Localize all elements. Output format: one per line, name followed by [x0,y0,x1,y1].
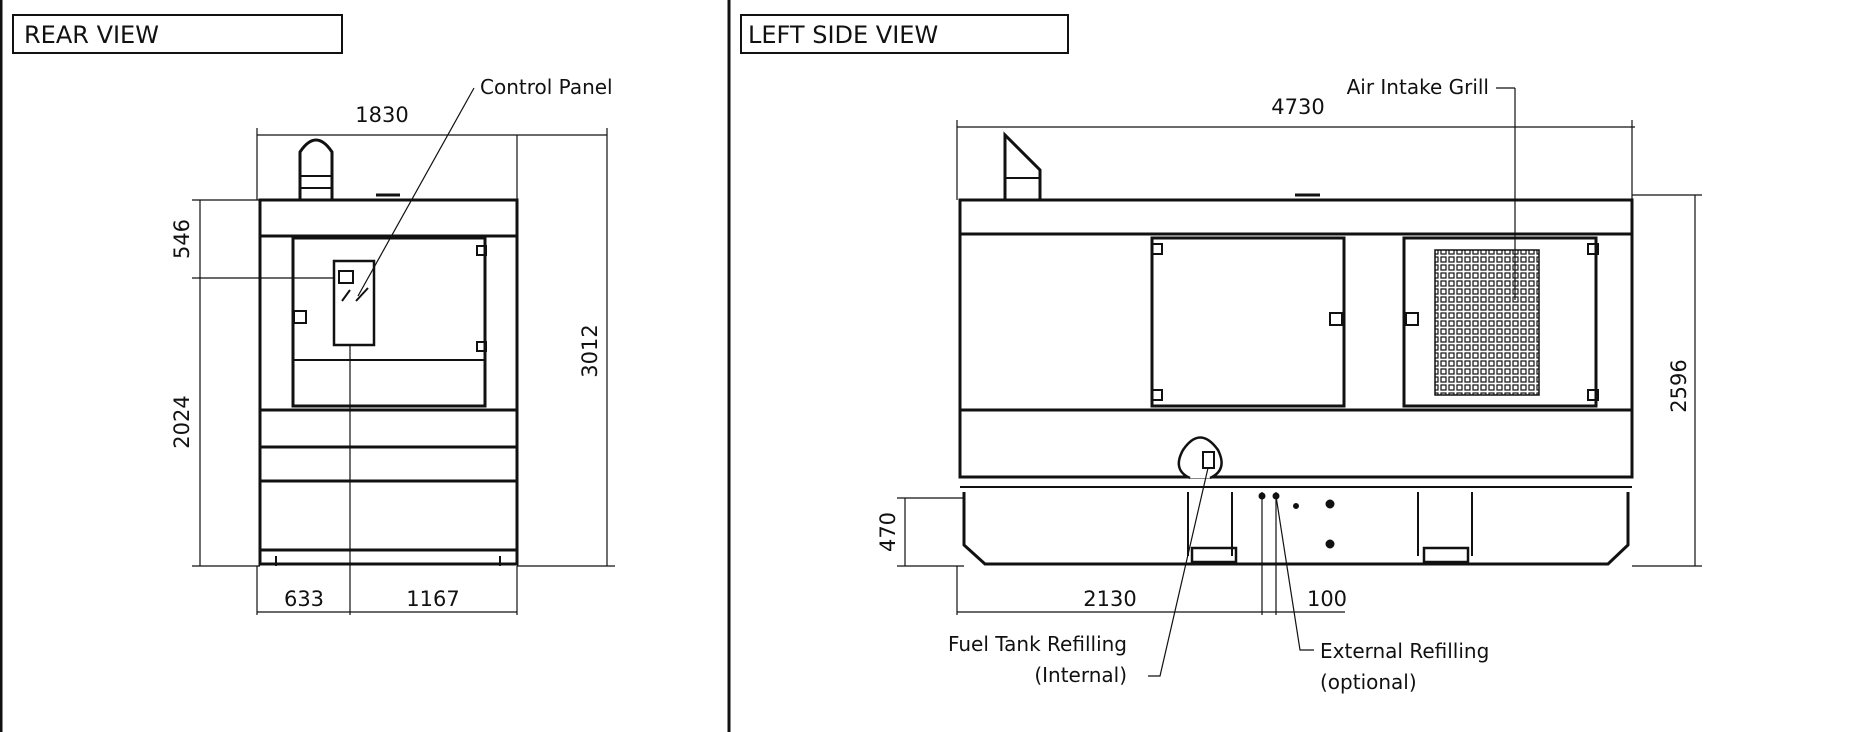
left-side-view-title: LEFT SIDE VIEW [748,21,938,49]
control-panel-callout: Control Panel [480,75,613,99]
external-position-dimension: 100 [1307,587,1347,611]
side-length-dimension: 4730 [1271,95,1324,119]
rear-view-title-box [12,14,343,54]
rear-top-dimension: 546 [170,219,194,259]
rear-left-base-dimension: 633 [284,587,324,611]
sheet-frame [0,0,731,732]
base-height-dimension: 470 [876,512,900,552]
fuel-position-dimension: 2130 [1083,587,1136,611]
rear-view: REAR VIEW [12,14,615,615]
rear-view-genset [258,138,519,566]
left-side-view: LEFT SIDE VIEW [740,14,1702,694]
air-intake-callout: Air Intake Grill [1347,75,1489,99]
rear-view-dimensions [192,87,615,615]
fuel-tank-callout-line1: Fuel Tank Refilling [948,632,1127,656]
rear-lower-dimension: 2024 [170,395,194,448]
external-refilling-callout-line2: (optional) [1320,670,1417,694]
rear-width-dimension: 1830 [355,103,408,127]
left-side-dimensions [897,87,1702,677]
left-side-view-title-box [740,14,1069,54]
rear-view-title: REAR VIEW [24,21,159,49]
left-side-genset [958,131,1634,566]
rear-total-height-dimension: 3012 [578,324,602,377]
rear-right-base-dimension: 1167 [406,587,459,611]
fuel-tank-callout-line2: (Internal) [1034,663,1127,687]
side-height-dimension: 2596 [1667,359,1691,412]
external-refilling-callout-line1: External Refilling [1320,639,1489,663]
